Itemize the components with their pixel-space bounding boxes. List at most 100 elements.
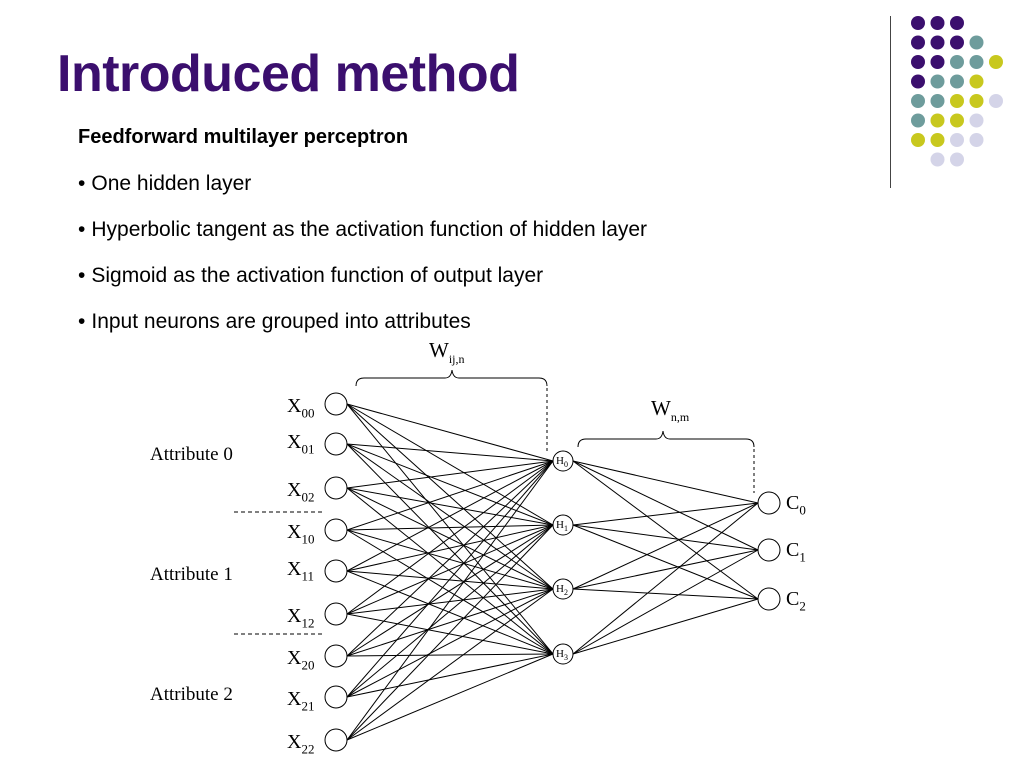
input-hidden-edge bbox=[346, 529, 554, 590]
bullet-text: One hidden layer bbox=[91, 172, 252, 195]
hidden-output-edge bbox=[572, 460, 759, 600]
input-hidden-edge bbox=[346, 653, 554, 657]
hidden-output-edge bbox=[572, 524, 759, 600]
hidden-neuron bbox=[552, 450, 574, 472]
input-neuron bbox=[324, 602, 348, 626]
input-hidden-edge bbox=[346, 613, 554, 655]
decoration-dot bbox=[930, 16, 945, 30]
weight-label: Wn,m bbox=[651, 396, 690, 424]
bullet-item: •One hidden layer bbox=[78, 172, 251, 196]
input-hidden-edge bbox=[346, 460, 554, 615]
decoration-dot bbox=[930, 35, 945, 50]
weight-brace-input-hidden bbox=[355, 369, 548, 387]
input-hidden-edge bbox=[346, 588, 554, 698]
hidden-neuron bbox=[552, 643, 574, 665]
decoration-dot bbox=[989, 55, 1003, 69]
input-neuron-label: X20 bbox=[287, 647, 314, 673]
hidden-output-edge bbox=[572, 502, 759, 655]
decoration-dot bbox=[950, 35, 964, 50]
input-neuron bbox=[324, 728, 348, 752]
decoration-dot bbox=[969, 55, 984, 69]
hidden-output-edge bbox=[572, 524, 759, 551]
decoration-dot bbox=[930, 55, 945, 69]
input-hidden-edge bbox=[346, 460, 554, 489]
subtitle: Feedforward multilayer perceptron bbox=[78, 126, 409, 148]
nodes bbox=[324, 392, 781, 752]
decoration-dot bbox=[911, 94, 925, 108]
decoration-dot bbox=[950, 113, 964, 128]
input-hidden-edge bbox=[346, 443, 554, 462]
decoration-dot bbox=[911, 74, 925, 89]
input-hidden-edge bbox=[346, 588, 554, 657]
input-neuron-label: X22 bbox=[287, 731, 314, 757]
decoration-dot bbox=[950, 94, 964, 108]
hidden-output-edge bbox=[572, 588, 759, 600]
input-hidden-edge bbox=[346, 487, 554, 526]
hidden-neuron-label: H0 bbox=[556, 455, 568, 469]
input-hidden-edge bbox=[346, 443, 554, 655]
decoration-dot bbox=[930, 152, 945, 167]
attribute-label: Attribute 1 bbox=[150, 564, 233, 585]
decorative-dot-grid bbox=[911, 16, 1003, 167]
attribute-label: Attribute 0 bbox=[150, 444, 233, 465]
input-hidden-edge bbox=[346, 487, 554, 655]
decoration-dot bbox=[911, 133, 925, 147]
decoration-dot bbox=[911, 55, 925, 69]
decoration-dot bbox=[950, 55, 964, 69]
input-hidden-edge bbox=[346, 524, 554, 741]
input-neuron bbox=[324, 392, 348, 416]
input-hidden-edge bbox=[346, 524, 554, 615]
input-neuron-label: X00 bbox=[287, 395, 314, 421]
bullet-dot: • bbox=[78, 172, 86, 195]
bullet-text: Input neurons are grouped into attribute… bbox=[91, 310, 471, 333]
decoration-dot bbox=[930, 113, 945, 128]
decoration-dot bbox=[950, 16, 964, 30]
input-hidden-edge bbox=[346, 588, 554, 741]
input-hidden-edge bbox=[346, 460, 554, 741]
output-neuron-label: C2 bbox=[786, 588, 806, 614]
bullet-dot: • bbox=[78, 218, 86, 241]
labels: X00X01X02X10X11X12X20X21X22H0H1H2H3C0C1C… bbox=[150, 338, 806, 757]
input-hidden-edge bbox=[346, 487, 554, 590]
bullet-dot: • bbox=[78, 310, 86, 333]
decoration-dot bbox=[969, 35, 984, 50]
input-neuron-label: X12 bbox=[287, 605, 314, 631]
hidden-neuron-label: H1 bbox=[556, 519, 568, 533]
input-hidden-edge bbox=[346, 403, 554, 655]
input-hidden-edge bbox=[346, 403, 554, 526]
output-neuron bbox=[757, 587, 781, 611]
input-neuron bbox=[324, 518, 348, 542]
input-hidden-edge bbox=[346, 653, 554, 741]
hidden-output-edge bbox=[572, 549, 759, 590]
weight-brace-hidden-output bbox=[577, 430, 755, 448]
input-hidden-edge bbox=[346, 403, 554, 462]
bullet-text: Hyperbolic tangent as the activation fun… bbox=[91, 218, 648, 241]
decoration-dot bbox=[969, 94, 984, 108]
output-neuron-label: C1 bbox=[786, 539, 806, 565]
input-hidden-edge bbox=[346, 570, 554, 655]
input-hidden-edge bbox=[346, 524, 554, 572]
bullet-item: •Input neurons are grouped into attribut… bbox=[78, 310, 471, 334]
input-neuron bbox=[324, 476, 348, 500]
output-neuron bbox=[757, 491, 781, 515]
input-hidden-edge bbox=[346, 460, 554, 531]
title-divider-line bbox=[890, 16, 891, 188]
hidden-neuron bbox=[552, 514, 574, 536]
slide-title: Introduced method bbox=[57, 45, 520, 103]
input-hidden-edge bbox=[346, 443, 554, 526]
input-hidden-edge bbox=[346, 529, 554, 655]
attribute-label: Attribute 2 bbox=[150, 684, 233, 705]
decoration-dot bbox=[911, 113, 925, 128]
hidden-output-edge bbox=[572, 502, 759, 590]
input-neuron-label: X02 bbox=[287, 479, 314, 505]
output-neuron-label: C0 bbox=[786, 492, 806, 518]
hidden-output-edge bbox=[572, 460, 759, 504]
input-hidden-edge bbox=[346, 524, 554, 531]
input-neuron-label: X10 bbox=[287, 521, 314, 547]
input-neuron-label: X11 bbox=[287, 558, 314, 584]
input-hidden-edge bbox=[346, 460, 554, 698]
input-hidden-edge bbox=[346, 460, 554, 657]
weight-label: Wij,n bbox=[429, 338, 465, 366]
decoration-dot bbox=[930, 133, 945, 147]
